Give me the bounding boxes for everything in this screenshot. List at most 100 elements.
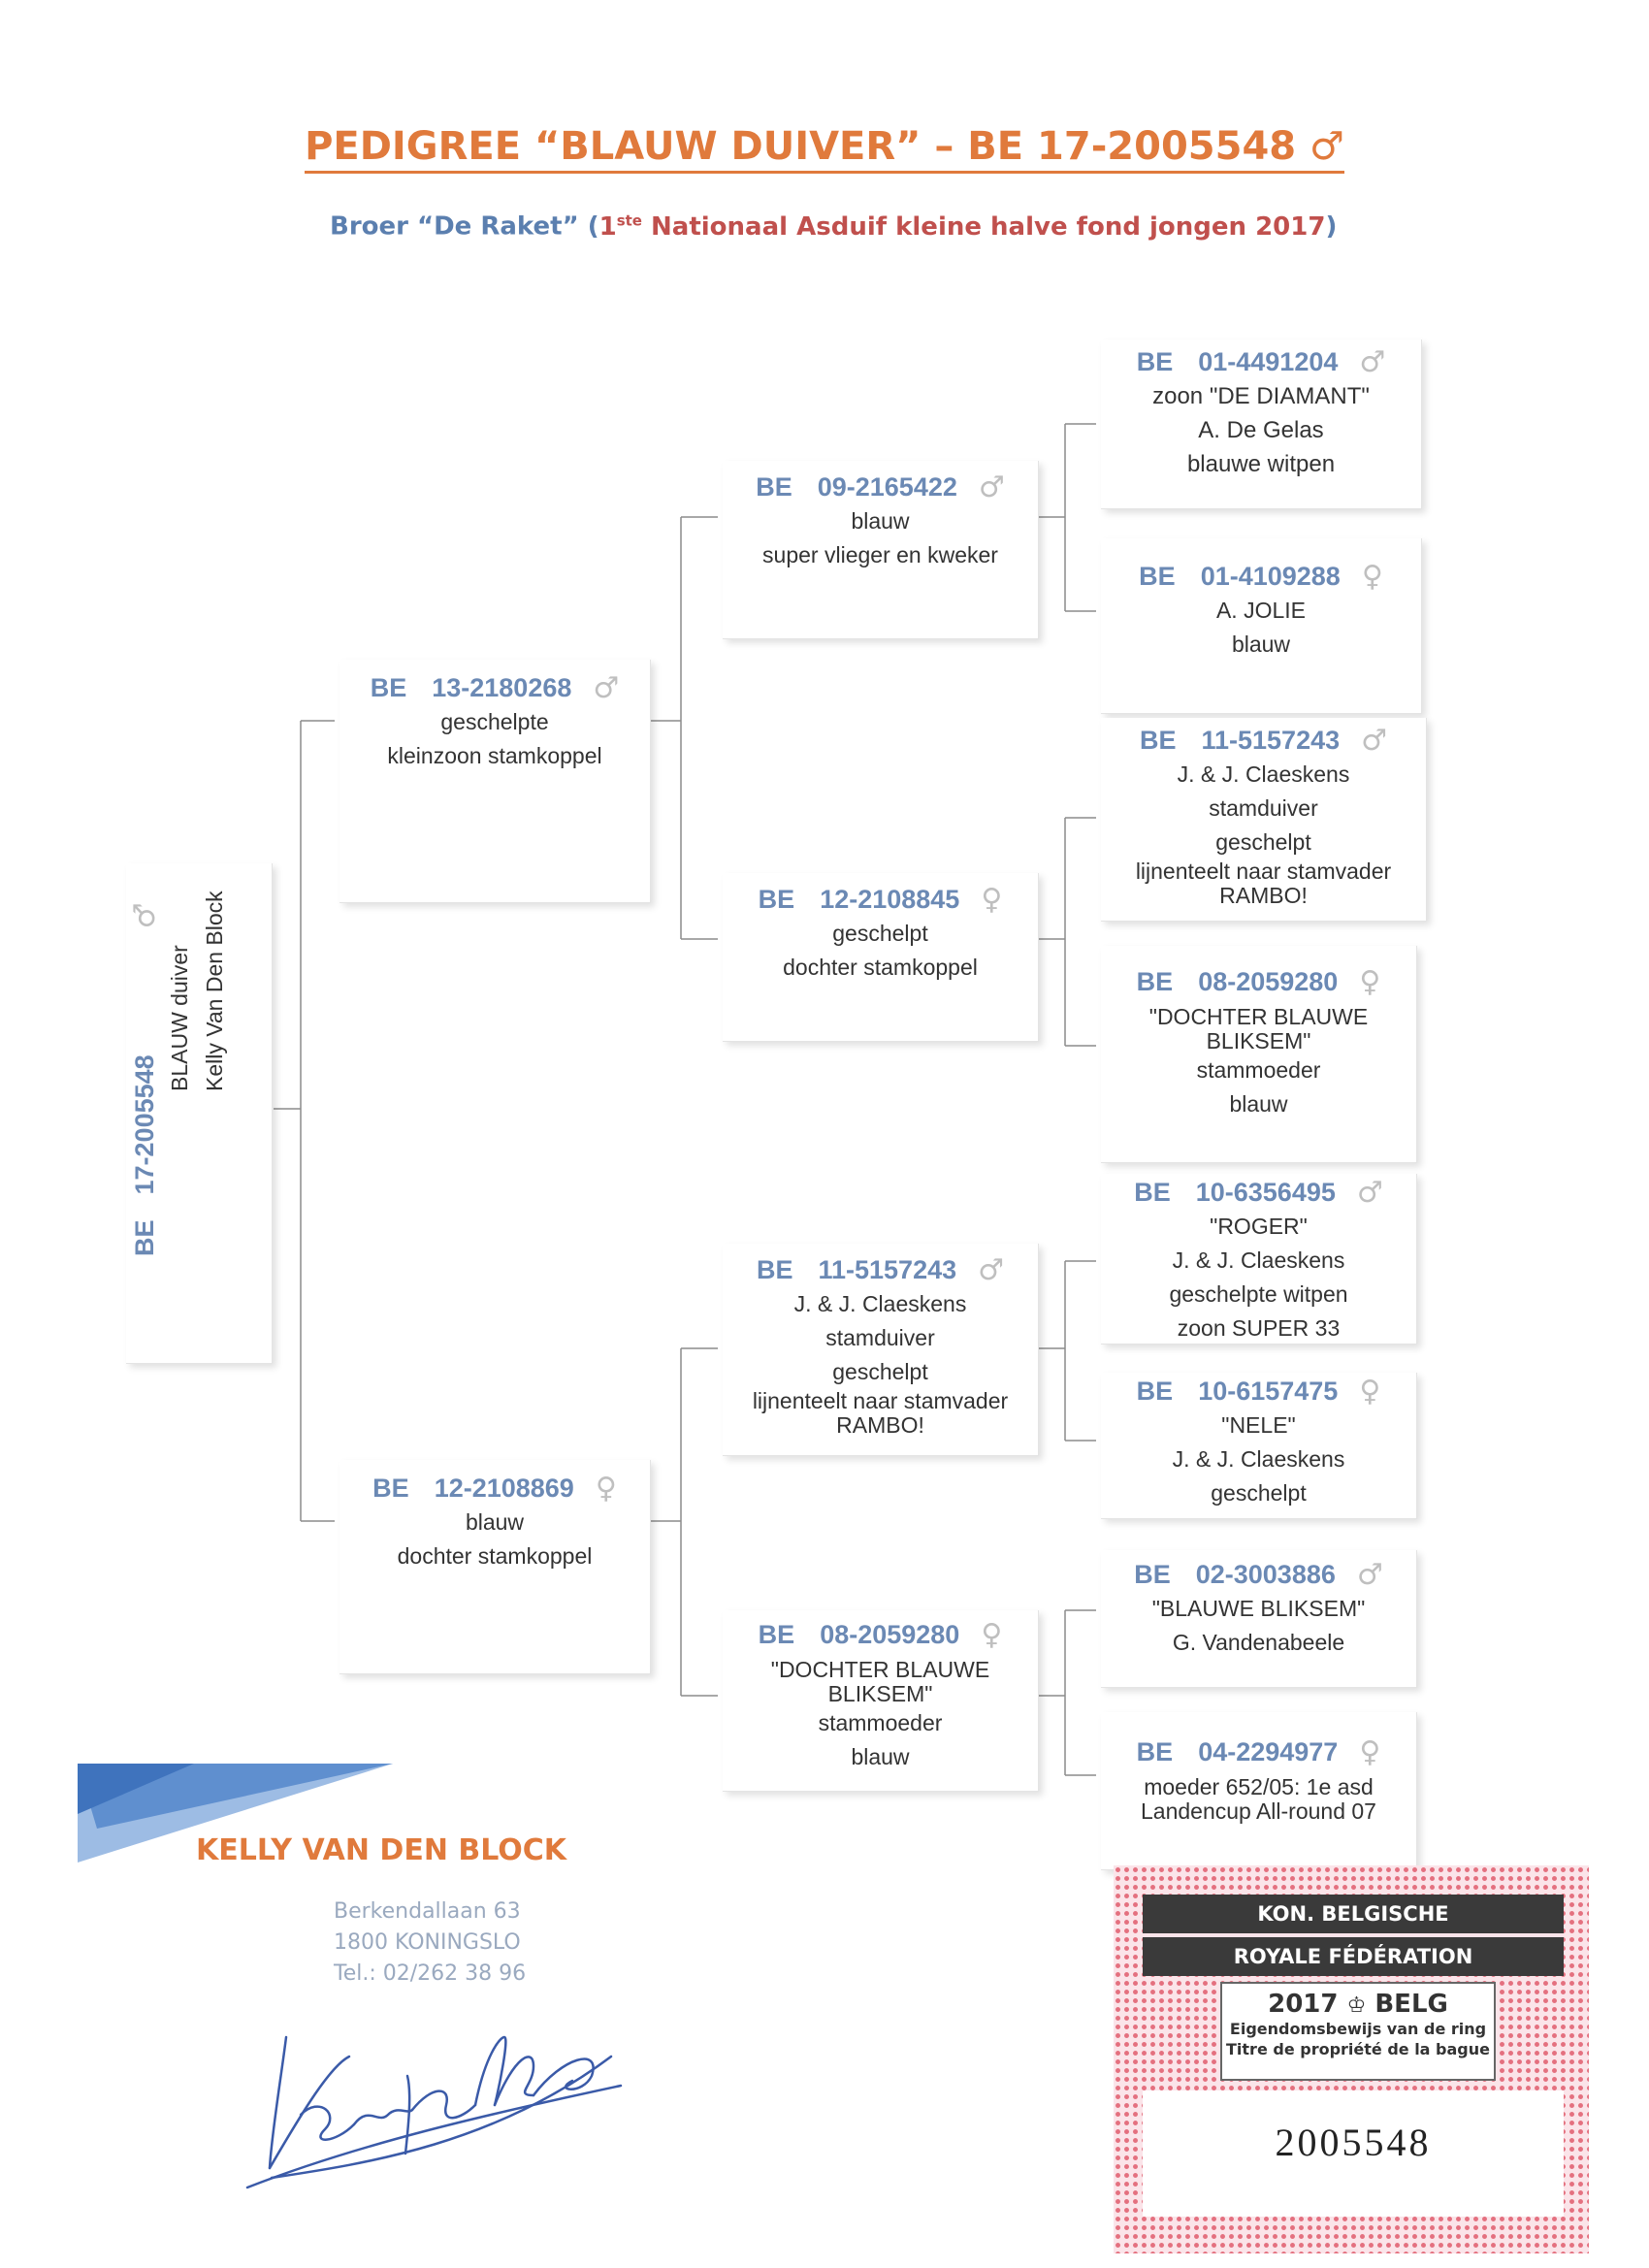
card-line: stamduiver [825, 1325, 935, 1350]
ring-country: BE [1136, 967, 1174, 996]
ring-number: 17-2005548 [130, 1054, 159, 1195]
ring-number: 13-2180268 [432, 673, 572, 702]
card-line: kleinzoon stamkoppel [387, 743, 602, 768]
card-line: blauw [1231, 632, 1291, 657]
female-symbol-icon: ♀ [1361, 560, 1383, 594]
card-line: blauw [465, 1509, 525, 1535]
card-line: blauw [851, 1744, 910, 1769]
ring-country: BE [758, 885, 795, 914]
card-line: zoon "DE DIAMANT" [1152, 383, 1370, 409]
male-symbol-icon: ♂ [1361, 724, 1388, 758]
card-line: Kelly Van Den Block [202, 891, 227, 1091]
ring-country: BE [1134, 1178, 1171, 1207]
great-grandparent-card: BE 01-4109288 ♀ A. JOLIE blauw [1101, 538, 1422, 714]
ring-number: 04-2294977 [1198, 1737, 1339, 1766]
ring-number: 02-3003886 [1195, 1560, 1336, 1589]
ring-number-box: 2005548 [1143, 2090, 1564, 2217]
card-line: geschelpte [440, 709, 549, 734]
card-line: geschelpt [1215, 829, 1311, 855]
ring-number: 11-5157243 [818, 1255, 957, 1284]
ring-country: BE [1139, 562, 1176, 591]
breeder-city: 1800 KONINGSLO [334, 1930, 521, 1955]
ring-country: BE [756, 472, 792, 502]
breeder-street: Berkendallaan 63 [334, 1899, 521, 1924]
org-name-dutch: KON. BELGISCHE DUIVENLIEFHEBBERSBOND [1143, 1895, 1564, 1964]
male-symbol-icon: ♂ [593, 671, 620, 705]
card-line: blauwe witpen [1186, 451, 1336, 477]
card-line: BLIKSEM" [827, 1681, 933, 1706]
crown-icon: ♔ [1346, 1993, 1367, 2018]
card-line: "BLAUWE BLIKSEM" [1151, 1596, 1366, 1621]
male-symbol-icon: ♂ [1356, 1558, 1383, 1592]
card-line: blauw [1229, 1091, 1288, 1117]
card-line: zoon SUPER 33 [1177, 1315, 1341, 1341]
great-grandparent-card: BE 04-2294977 ♀ moeder 652/05: 1e asd Land… [1101, 1712, 1417, 1870]
ring-card-number: 2005548 [1275, 2121, 1432, 2164]
card-line: A. JOLIE [1215, 598, 1307, 623]
card-line: dochter stamkoppel [397, 1543, 593, 1569]
card-line: geschelpt [832, 1359, 928, 1384]
female-symbol-icon: ♀ [1359, 1375, 1381, 1409]
ring-number: 01-4109288 [1200, 562, 1341, 591]
ring-number: 01-4491204 [1198, 347, 1339, 376]
card-line: J. & J. Claeskens [1172, 1446, 1345, 1472]
card-line: J. & J. Claeskens [1172, 1247, 1345, 1273]
ring-country: BE [1139, 726, 1177, 755]
male-symbol-icon: ♂ [128, 902, 162, 929]
pedigree-subtitle: Broer “De Raket” (1ste Nationaal Asduif … [330, 211, 1338, 242]
breeder-name: KELLY VAN DEN BLOCK [196, 1833, 567, 1867]
card-line: BLAUW duiver [167, 945, 192, 1091]
pedigree-title: PEDIGREE “BLAUW DUIVER” – BE 17-2005548 … [0, 124, 1649, 174]
card-line: "DOCHTER BLAUWE [1148, 1004, 1369, 1029]
breeder-phone: Tel.: 02/262 38 96 [334, 1961, 527, 1986]
female-symbol-icon: ♀ [1359, 965, 1381, 999]
ring-number: 12-2108845 [820, 885, 960, 914]
ring-country: BE [758, 1620, 795, 1649]
ring-number: 08-2059280 [1198, 967, 1339, 996]
ownership-label-dutch: Eigendomsbewijs van de ring [1229, 2020, 1487, 2038]
ring-country: BE [1136, 1737, 1174, 1766]
ring-year: 2017 [1268, 1990, 1339, 2019]
male-symbol-icon: ♂ [1356, 1176, 1383, 1210]
card-line: geschelpt [1211, 1480, 1307, 1506]
subject-pigeon-card [126, 863, 273, 1364]
card-line: lijnenteelt naar stamvader [1135, 859, 1392, 884]
male-symbol-icon: ♂ [978, 1253, 1005, 1287]
card-line: J. & J. Claeskens [793, 1291, 967, 1316]
card-line: geschelpte witpen [1169, 1281, 1348, 1307]
ring-country: BE [1136, 347, 1174, 376]
card-line: "NELE" [1221, 1412, 1296, 1438]
card-line: stammoeder [1196, 1057, 1321, 1083]
ring-country: BE [756, 1255, 793, 1284]
female-symbol-icon: ♀ [1359, 1735, 1381, 1769]
card-line: RAMBO! [836, 1412, 924, 1438]
card-line: blauw [851, 508, 910, 534]
male-symbol-icon: ♂ [1359, 345, 1386, 379]
ring-ownership-card: KON. BELGISCHE DUIVENLIEFHEBBERSBOND ROY… [1114, 1865, 1589, 2253]
card-line: stammoeder [818, 1710, 943, 1735]
sire-card: BE 13-2180268 ♂ geschelpte kleinzoon stamk… [340, 660, 651, 903]
ring-country: BE [370, 673, 407, 702]
ring-number: 10-6356495 [1195, 1178, 1336, 1207]
female-symbol-icon: ♀ [595, 1472, 617, 1506]
ring-country: BE [1136, 1377, 1174, 1406]
card-line: "ROGER" [1210, 1214, 1308, 1239]
card-line: lijnenteelt naar stamvader [752, 1388, 1009, 1413]
card-line: G. Vandenabeele [1172, 1630, 1345, 1655]
ring-number: 11-5157243 [1201, 726, 1341, 755]
card-line: Landencup All-round 07 [1141, 1798, 1376, 1824]
female-symbol-icon: ♀ [981, 1618, 1003, 1652]
card-line: dochter stamkoppel [783, 955, 978, 980]
breeder-logo-graphic [78, 1764, 393, 1863]
card-line: moeder 652/05: 1e asd [1144, 1774, 1374, 1799]
ownership-label-french: Titre de propriété de la bague [1226, 2040, 1490, 2058]
ring-country: BE [130, 1219, 159, 1256]
